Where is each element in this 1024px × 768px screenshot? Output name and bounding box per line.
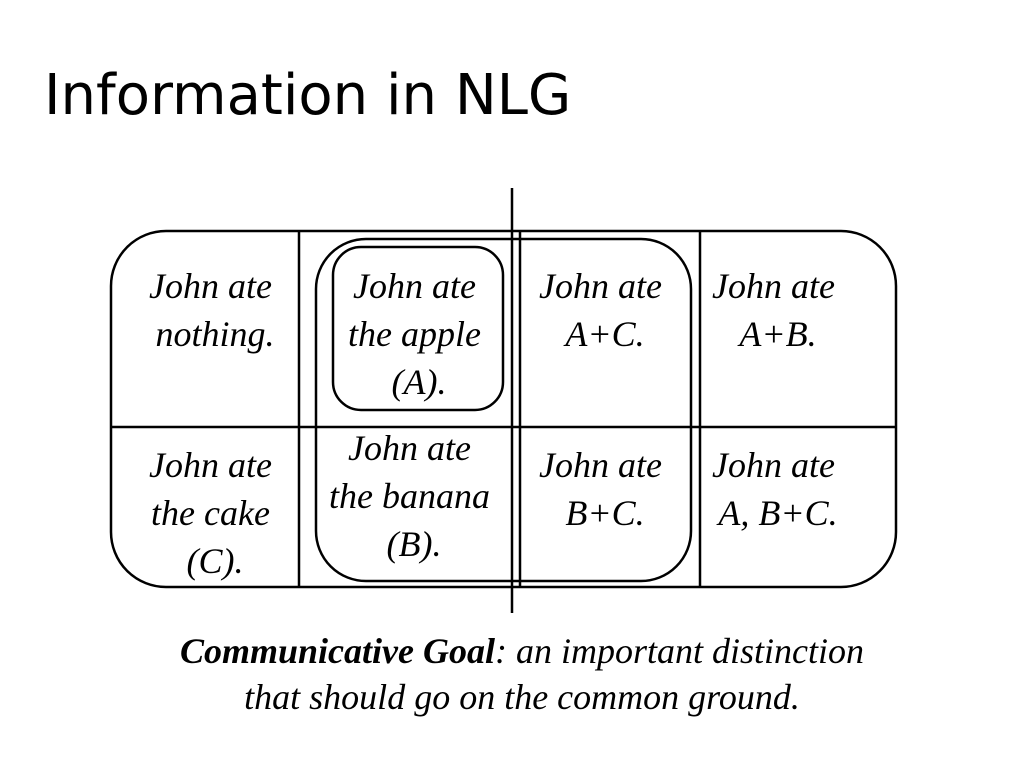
region-apple — [331, 245, 505, 412]
caption-line-2: that should go on the common ground. — [244, 677, 800, 717]
cell-nothing-text: John ate nothing. — [149, 266, 281, 354]
cell-apple-text: John ate the apple (A). — [348, 266, 490, 402]
region-apple-or-banana — [314, 237, 693, 583]
cell-ac-text: John ate A+C. — [539, 266, 671, 354]
outer-frame — [109, 229, 898, 589]
cell-abc-text: John ate A, B+C. — [712, 445, 844, 533]
caption-term: Communicative Goal — [180, 631, 495, 671]
cell-banana-text: John ate the banana (B). — [329, 428, 499, 564]
slide-title: Information in NLG — [44, 63, 572, 128]
cell-cake-text: John ate the cake (C). — [149, 445, 281, 581]
caption-text: : an important distinction — [495, 631, 864, 671]
cell-bc-text: John ate B+C. — [539, 445, 671, 533]
communicative-goal-caption: Communicative Goal: an important distinc… — [0, 628, 1024, 720]
cell-ab-text: John ate A+B. — [712, 266, 844, 354]
